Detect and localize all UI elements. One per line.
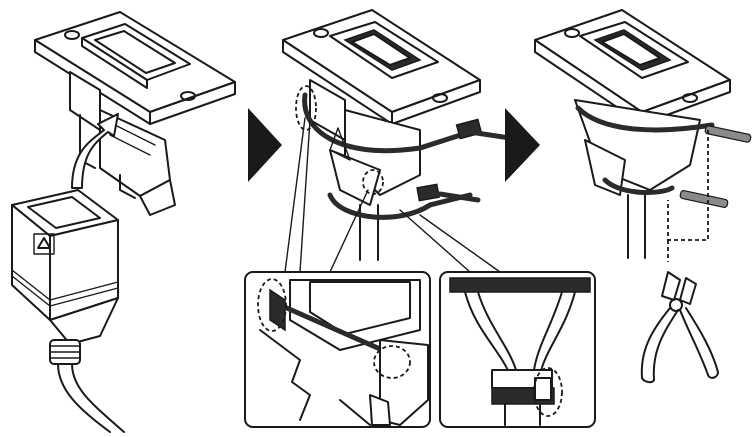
cut-ends-icon [667, 125, 752, 262]
mounting-bracket-icon [34, 11, 236, 216]
cable-tie-closeup-icon [449, 277, 591, 426]
step-3-panel [534, 9, 752, 384]
step-arrow-icon [505, 108, 540, 182]
mounting-bracket-icon [534, 9, 731, 259]
cable-tie-closeup-icon [257, 278, 429, 426]
cable-tie-icon [295, 85, 513, 220]
insert-arrow-icon [71, 113, 119, 189]
detail-left-panel [244, 271, 431, 428]
side-cutter-pliers-icon [640, 271, 719, 384]
step-2-panel [282, 9, 513, 273]
socket-connector-icon [11, 189, 125, 433]
detail-right-panel [439, 271, 596, 428]
mounting-bracket-icon [282, 9, 481, 261]
step-arrow-icon [248, 108, 282, 182]
step-1-panel [11, 11, 236, 433]
